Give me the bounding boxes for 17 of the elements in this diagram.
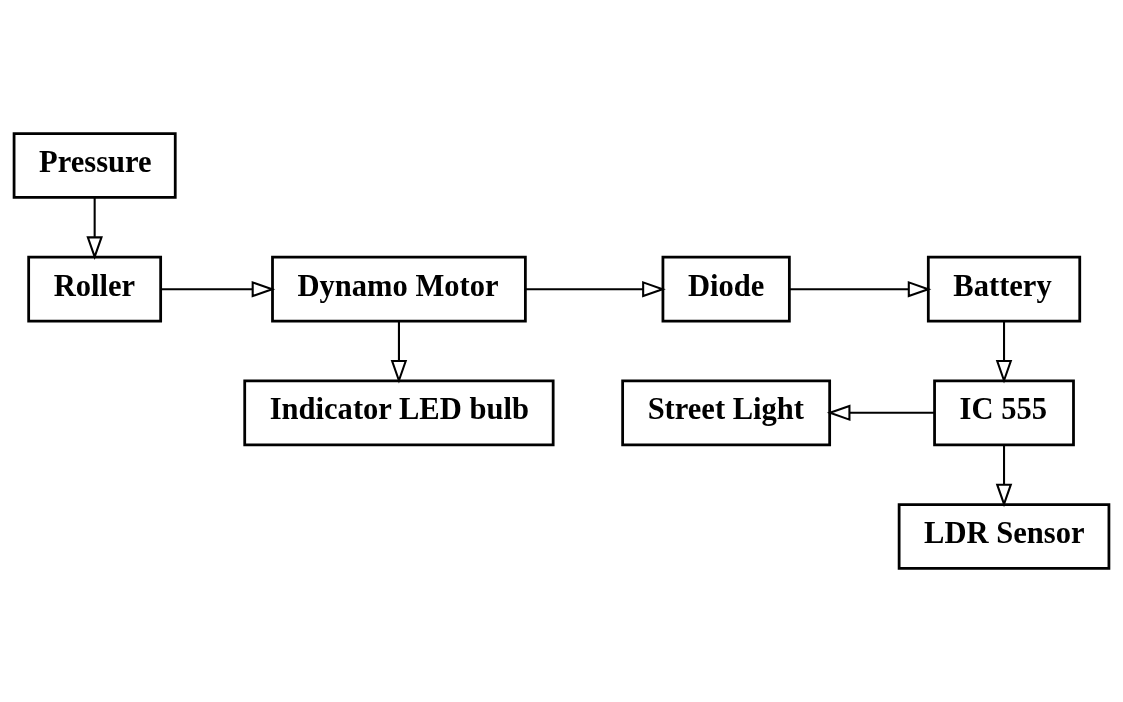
arrow [826,404,935,422]
node-box: LDR Sensor [897,503,1111,570]
arrow [390,321,408,384]
arrow [789,280,932,298]
arrow [525,280,666,298]
node-box: Roller [27,255,163,323]
node-box: Indicator LED bulb [243,379,555,447]
arrow [995,444,1013,508]
node-box: Battery [926,255,1082,323]
arrow [160,280,276,298]
node-box: Dynamo Motor [271,255,527,323]
arrow [86,197,103,260]
node-box: Street Light [621,379,832,447]
node-box: Diode [661,255,791,323]
node-box: IC 555 [933,379,1075,447]
arrow [995,321,1013,384]
node-box: Pressure [12,132,177,199]
